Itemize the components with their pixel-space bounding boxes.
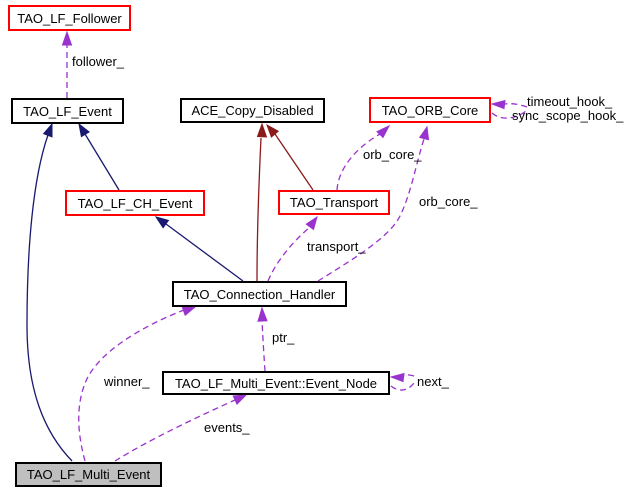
edge-line	[491, 110, 527, 119]
edge-label-orb-core-transport: orb_core_	[363, 147, 422, 162]
edge-line	[26, 134, 73, 462]
edge-usage-transport-orbcore	[336, 124, 391, 191]
edge-line	[317, 138, 425, 282]
edge-label-ptr: ptr_	[272, 330, 295, 345]
arrowhead	[266, 123, 280, 138]
edge-line	[261, 320, 266, 372]
edge-line	[336, 133, 381, 191]
node-ace-copy-disabled[interactable]: ACE_Copy_Disabled	[180, 98, 325, 123]
node-tao-lf-event[interactable]: TAO_LF_Event	[11, 98, 124, 124]
edge-line	[78, 309, 185, 462]
arrowhead	[257, 306, 268, 322]
node-label: TAO_LF_Multi_Event	[26, 467, 151, 482]
edge-label-timeout-hook: timeout_hook_	[527, 94, 613, 109]
node-tao-orb-core[interactable]: TAO_ORB_Core	[369, 97, 491, 123]
edge-label-winner: winner_	[104, 374, 150, 389]
node-tao-lf-ch-event[interactable]: TAO_LF_CH_Event	[65, 190, 205, 216]
edge-line	[390, 382, 415, 391]
edge-line	[403, 374, 415, 377]
arrowhead	[154, 216, 170, 229]
edge-usage-eventnode-next-self-loop	[389, 372, 415, 391]
edge-label-follower: follower_	[72, 54, 125, 69]
edge-line	[165, 223, 244, 282]
edge-inheritance-chevent-to-lfevent	[78, 122, 120, 191]
node-tao-lf-multi-event: TAO_LF_Multi_Event	[15, 462, 162, 487]
arrowhead	[389, 372, 405, 383]
node-tao-lf-follower[interactable]: TAO_LF_Follower	[8, 5, 131, 31]
arrowhead	[305, 215, 318, 231]
node-label: TAO_LF_Event	[23, 103, 112, 119]
edge-inheritance-multievent-to-lfevent	[26, 122, 73, 462]
node-event-node[interactable]: TAO_LF_Multi_Event::Event_Node	[162, 371, 390, 395]
node-label: TAO_LF_Multi_Event::Event_Node	[174, 375, 378, 391]
edge-line	[114, 399, 236, 462]
edge-line	[256, 137, 262, 282]
arrowhead	[256, 122, 268, 138]
arrowhead	[232, 394, 248, 405]
arrowhead	[42, 122, 53, 138]
arrowhead	[490, 99, 506, 110]
arrowhead	[181, 306, 197, 317]
edge-label-sync-scope-hook: sync_scope_hook_	[512, 108, 624, 123]
node-label: TAO_Connection_Handler	[183, 286, 336, 302]
arrowhead	[376, 124, 391, 139]
edge-label-transport: transport_	[307, 239, 366, 254]
node-tao-connection-handler[interactable]: TAO_Connection_Handler	[172, 281, 347, 307]
node-label: ACE_Copy_Disabled	[191, 103, 314, 118]
arrowhead	[78, 122, 90, 138]
edge-private-inheritance-handler-to-ace	[256, 122, 268, 282]
edge-usage-eventnode-ptr	[257, 306, 268, 372]
edge-usage-handler-orbcore	[317, 125, 430, 282]
node-label: TAO_Transport	[289, 195, 379, 210]
edge-usage-orbcore-self-loop	[490, 99, 528, 119]
node-label: TAO_LF_Follower	[17, 10, 122, 26]
edge-usage-follower	[61, 30, 73, 98]
edge-private-inheritance-transport-to-ace	[266, 123, 314, 191]
edge-label-orb-core-handler: orb_core_	[419, 194, 478, 209]
edge-inheritance-handler-to-chevent	[154, 216, 244, 282]
arrowhead	[61, 30, 73, 46]
edge-line	[84, 133, 120, 191]
node-label: TAO_LF_CH_Event	[77, 195, 193, 211]
edge-label-events: events_	[204, 420, 250, 435]
edge-line	[267, 226, 311, 282]
edge-line	[274, 133, 314, 191]
edge-label-next: next_	[417, 374, 449, 389]
node-tao-transport[interactable]: TAO_Transport	[278, 190, 390, 215]
edge-line	[504, 102, 528, 108]
node-label: TAO_ORB_Core	[381, 102, 479, 118]
arrowhead	[418, 125, 430, 141]
edge-usage-multievent-events	[114, 394, 248, 462]
edge-usage-handler-transport	[267, 215, 318, 282]
